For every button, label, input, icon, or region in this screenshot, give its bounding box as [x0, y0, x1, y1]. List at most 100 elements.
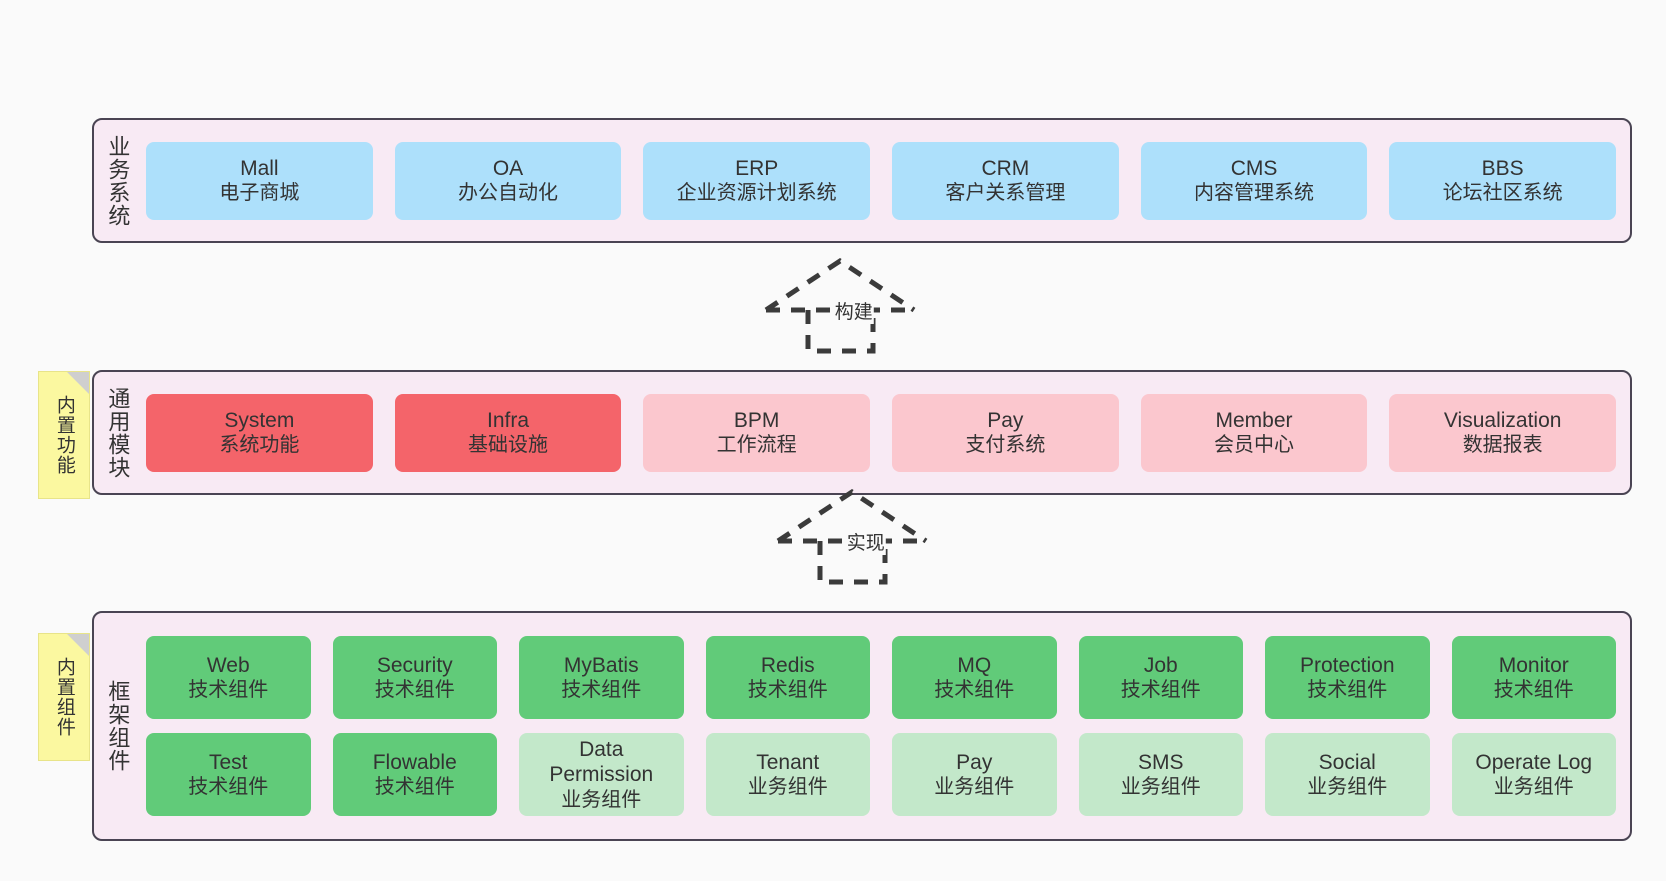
card-title-en: Redis: [760, 653, 815, 677]
card-bbs[interactable]: BBS 论坛社区系统: [1389, 141, 1617, 220]
arrow-build-label: 构建: [833, 301, 874, 324]
card-title-en: OA: [492, 156, 524, 180]
sticky-note-text: 内置功能: [53, 395, 75, 475]
layer-title-business-system: 业务系统: [105, 134, 131, 227]
card-title-cn: 内容管理系统: [1194, 182, 1315, 205]
card-monitor[interactable]: Monitor 技术组件: [1451, 636, 1616, 719]
card-pay-component[interactable]: Pay 业务组件: [892, 733, 1057, 816]
card-mybatis[interactable]: MyBatis 技术组件: [519, 636, 684, 719]
card-title-en: Pay: [987, 408, 1024, 432]
card-pay[interactable]: Pay 支付系统: [892, 393, 1119, 472]
layer-body-framework-component: Web 技术组件 Security 技术组件 MyBatis 技术组件 Redi…: [140, 613, 1630, 839]
card-title-en: Visualization: [1443, 408, 1562, 432]
card-title-cn: 业务组件: [1120, 776, 1201, 799]
card-title-en: Mall: [240, 156, 279, 180]
card-social[interactable]: Social 业务组件: [1265, 733, 1430, 816]
card-title-en: ERP: [735, 156, 779, 180]
card-title-cn: 论坛社区系统: [1442, 182, 1563, 205]
layer-title-framework-component: 框架组件: [105, 680, 131, 772]
card-title-en: BBS: [1481, 156, 1524, 180]
card-redis[interactable]: Redis 技术组件: [705, 636, 870, 719]
card-erp[interactable]: ERP 企业资源计划系统: [643, 141, 871, 220]
card-mq[interactable]: MQ 技术组件: [892, 636, 1057, 719]
layer-business-system: 业务系统 Mall 电子商城 OA 办公自动化 ERP 企业资源计划系统 CRM…: [92, 118, 1632, 243]
card-flowable[interactable]: Flowable 技术组件: [332, 733, 497, 816]
card-title-cn: 技术组件: [934, 679, 1015, 702]
card-title-cn: 支付系统: [965, 434, 1046, 457]
card-title-cn: 技术组件: [1307, 679, 1388, 702]
card-infra[interactable]: Infra 基础设施: [394, 393, 622, 472]
card-web[interactable]: Web 技术组件: [146, 636, 311, 719]
card-title-en: Security: [376, 653, 453, 677]
card-title-cn: 技术组件: [374, 679, 455, 702]
card-title-cn: 系统功能: [219, 434, 300, 457]
business-card-row: Mall 电子商城 OA 办公自动化 ERP 企业资源计划系统 CRM 客户关系…: [146, 141, 1617, 220]
card-title-en: CMS: [1230, 156, 1278, 180]
layer-body-business-system: Mall 电子商城 OA 办公自动化 ERP 企业资源计划系统 CRM 客户关系…: [140, 120, 1630, 241]
card-title-cn: 基础设施: [468, 434, 548, 457]
card-security[interactable]: Security 技术组件: [332, 636, 497, 719]
card-job[interactable]: Job 技术组件: [1078, 636, 1243, 719]
card-title-en: Tenant: [756, 750, 820, 774]
card-title-cn: 技术组件: [747, 679, 828, 702]
card-mall[interactable]: Mall 电子商城: [146, 141, 373, 220]
layer-body-common-module: System 系统功能 Infra 基础设施 BPM 工作流程 Pay 支付系统…: [140, 372, 1630, 493]
card-title-cn: 业务组件: [561, 788, 642, 811]
card-title-en: Flowable: [372, 750, 457, 774]
card-protection[interactable]: Protection 技术组件: [1265, 636, 1430, 719]
arrow-realize: 实现: [772, 486, 942, 586]
arrow-build: 构建: [760, 255, 930, 355]
card-title-cn: 企业资源计划系统: [676, 182, 837, 205]
card-cms[interactable]: CMS 内容管理系统: [1140, 141, 1368, 220]
sticky-note-builtin-function: 内置功能: [38, 371, 90, 499]
card-title-cn: 业务组件: [934, 776, 1015, 799]
layer-common-module: 通用模块 System 系统功能 Infra 基础设施 BPM 工作流程 Pay…: [92, 370, 1632, 495]
card-title-en: Social: [1318, 750, 1376, 774]
framework-card-row-2: Test 技术组件 Flowable 技术组件 Data Permission …: [146, 733, 1616, 816]
card-data-permission[interactable]: Data Permission 业务组件: [519, 733, 684, 816]
framework-card-row-1: Web 技术组件 Security 技术组件 MyBatis 技术组件 Redi…: [146, 636, 1616, 719]
layer-framework-component: 框架组件 Web 技术组件 Security 技术组件 MyBatis 技术组件…: [92, 611, 1632, 841]
card-title-cn: 数据报表: [1462, 434, 1543, 457]
card-title-en: MQ: [957, 653, 992, 677]
card-title-en: Web: [206, 653, 250, 677]
card-sms[interactable]: SMS 业务组件: [1078, 733, 1243, 816]
card-title-en: Pay: [956, 750, 993, 774]
card-title-cn: 技术组件: [561, 679, 642, 702]
card-title-en: Operate Log: [1475, 750, 1593, 774]
card-system[interactable]: System 系统功能: [146, 393, 373, 472]
sticky-note-text: 内置组件: [53, 657, 75, 737]
card-title-cn: 技术组件: [188, 776, 269, 799]
card-test[interactable]: Test 技术组件: [146, 733, 311, 816]
card-title-en: Test: [208, 750, 248, 774]
card-title-cn: 会员中心: [1214, 434, 1295, 457]
card-crm[interactable]: CRM 客户关系管理: [892, 141, 1119, 220]
card-title-en: CRM: [981, 156, 1030, 180]
card-tenant[interactable]: Tenant 业务组件: [705, 733, 870, 816]
card-visualization[interactable]: Visualization 数据报表: [1389, 393, 1617, 472]
card-title-cn: 业务组件: [747, 776, 828, 799]
card-title-cn: 技术组件: [1493, 679, 1574, 702]
card-title-en: MyBatis: [563, 653, 639, 677]
card-title-cn: 办公自动化: [458, 182, 558, 205]
card-title-en: Data Permission: [549, 737, 654, 787]
card-title-en: Member: [1215, 408, 1293, 432]
card-title-cn: 工作流程: [716, 434, 797, 457]
card-title-en: BPM: [733, 408, 780, 432]
sticky-note-builtin-component: 内置组件: [38, 633, 90, 761]
card-oa[interactable]: OA 办公自动化: [394, 141, 622, 220]
card-title-en: Job: [1143, 653, 1178, 677]
card-title-cn: 技术组件: [188, 679, 269, 702]
common-card-row: System 系统功能 Infra 基础设施 BPM 工作流程 Pay 支付系统…: [146, 393, 1617, 472]
card-bpm[interactable]: BPM 工作流程: [643, 393, 871, 472]
card-title-cn: 电子商城: [219, 182, 300, 205]
card-operate-log[interactable]: Operate Log 业务组件: [1451, 733, 1616, 816]
card-title-en: Infra: [486, 408, 530, 432]
card-title-en: Monitor: [1498, 653, 1569, 677]
card-title-cn: 技术组件: [1120, 679, 1201, 702]
card-member[interactable]: Member 会员中心: [1140, 393, 1368, 472]
arrow-realize-label: 实现: [845, 532, 886, 555]
card-title-cn: 业务组件: [1307, 776, 1388, 799]
card-title-en: SMS: [1137, 750, 1184, 774]
